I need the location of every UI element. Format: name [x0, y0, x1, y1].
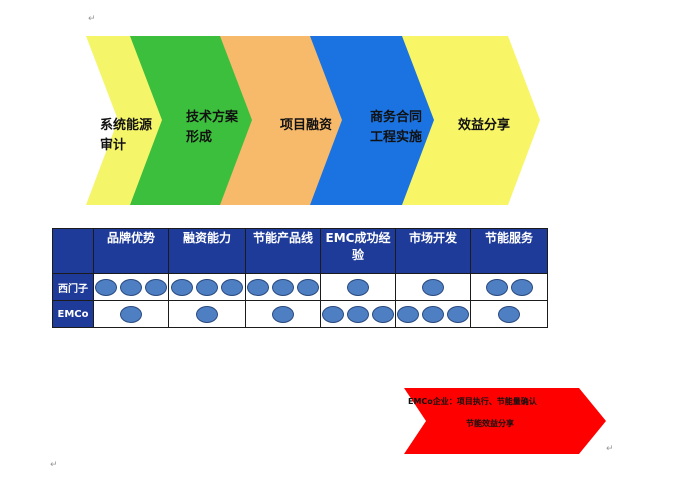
row-label-emco: EMCo	[52, 300, 94, 328]
table-header-row: 品牌优势 融资能力 节能产品线 EMC成功经验 市场开发 节能服务	[52, 228, 548, 274]
rating-dot	[247, 278, 269, 296]
header-market: 市场开发	[395, 228, 471, 274]
rating-dot	[372, 305, 394, 323]
row-label-siemens: 西门子	[52, 273, 94, 301]
rating-dot	[272, 278, 294, 296]
header-emc-experience: EMC成功经验	[320, 228, 396, 274]
paragraph-mark: ↵	[606, 444, 614, 454]
rating-dots	[471, 301, 547, 327]
header-brand: 品牌优势	[93, 228, 169, 274]
rating-dot	[447, 305, 469, 323]
rating-dots	[169, 274, 245, 300]
step-3-label: 项目融资	[280, 116, 332, 136]
table-row: EMCo	[52, 300, 548, 328]
rating-dots	[94, 301, 168, 327]
rating-cell	[320, 300, 396, 328]
step-2-line2: 形成	[186, 130, 213, 145]
rating-cell	[470, 273, 548, 301]
rating-cell	[245, 273, 321, 301]
rating-dots	[321, 274, 395, 300]
step-4-line2: 工程实施	[370, 130, 423, 145]
rating-dots	[396, 301, 470, 327]
callout-arrow	[404, 388, 606, 454]
rating-dot	[95, 278, 117, 296]
header-service: 节能服务	[470, 228, 548, 274]
rating-cell	[245, 300, 321, 328]
callout-line2: 节能效益分享	[466, 419, 514, 428]
header-financing: 融资能力	[168, 228, 246, 274]
step-2-label: 技术方案 形成	[186, 108, 238, 148]
rating-dot	[120, 305, 142, 323]
step-4-label: 商务合同 工程实施	[370, 108, 422, 148]
rating-dot	[347, 305, 369, 323]
step-1-line2: 审计	[100, 138, 127, 153]
rating-cell	[470, 300, 548, 328]
rating-cell	[395, 273, 471, 301]
rating-cell	[168, 300, 246, 328]
step-2-line1: 技术方案	[186, 110, 239, 125]
step-1-line1: 系统能源	[100, 118, 153, 133]
table-corner	[52, 228, 94, 274]
step-5-line1: 效益分享	[458, 118, 511, 133]
rating-dot	[322, 305, 344, 323]
rating-dot	[485, 278, 508, 296]
rating-dot	[196, 278, 218, 296]
rating-dot	[422, 278, 444, 296]
rating-dots	[169, 301, 245, 327]
callout-line1: EMCo企业：项目执行、节能量确认	[408, 397, 537, 406]
rating-cell	[168, 273, 246, 301]
rating-dot	[221, 278, 243, 296]
comparison-table: 品牌优势 融资能力 节能产品线 EMC成功经验 市场开发 节能服务 西门子 EM…	[52, 228, 548, 328]
rating-dot	[498, 305, 520, 323]
rating-dot	[120, 278, 142, 296]
header-product-line: 节能产品线	[245, 228, 321, 274]
rating-cell	[395, 300, 471, 328]
rating-dot	[347, 278, 369, 296]
rating-dot	[510, 278, 533, 296]
rating-dot	[272, 305, 294, 323]
rating-dots	[321, 301, 395, 327]
rating-dots	[94, 274, 168, 300]
step-4-line1: 商务合同	[370, 110, 423, 125]
rating-dots	[396, 274, 470, 300]
rating-cell	[93, 300, 169, 328]
step-5-label: 效益分享	[458, 116, 510, 136]
rating-dot	[196, 305, 218, 323]
step-3-line1: 项目融资	[280, 118, 333, 133]
paragraph-mark: ↵	[50, 460, 58, 470]
rating-dots	[471, 274, 547, 300]
rating-cell	[320, 273, 396, 301]
step-1-label: 系统能源 审计	[100, 116, 152, 156]
rating-dot	[422, 305, 444, 323]
rating-dots	[246, 274, 320, 300]
rating-dot	[297, 278, 319, 296]
rating-dot	[145, 278, 167, 296]
rating-dot	[397, 305, 419, 323]
chevron-step-5	[402, 36, 540, 205]
paragraph-mark: ↵	[88, 14, 96, 24]
rating-dots	[246, 301, 320, 327]
rating-cell	[93, 273, 169, 301]
table-row: 西门子	[52, 273, 548, 301]
rating-dot	[171, 278, 193, 296]
